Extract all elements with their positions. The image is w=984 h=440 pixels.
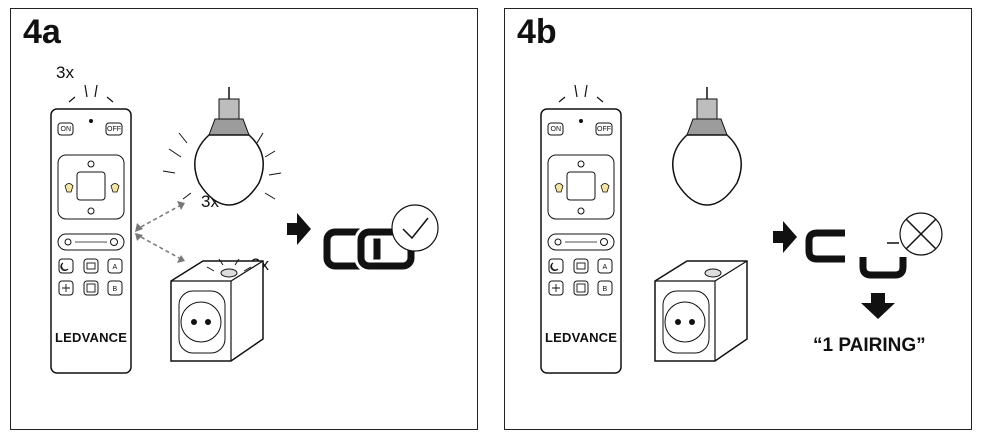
arrow-right-icon [773,221,797,253]
arrow-head-icon [177,201,185,210]
panel-4a-illustration: ON OFF A B [50,84,439,374]
remote-control-icon [50,108,132,374]
remote-blink-icon [558,84,604,103]
panel-4b: 4b [504,8,972,430]
broken-link-chain-icon [805,229,907,279]
smart-plug-icon [654,260,748,362]
remote-a-label: A [603,264,608,271]
panel-4b-illustration: ON OFF A B [540,84,943,374]
remote-a-label: A [113,264,118,271]
remote-press-count: 3x [56,63,74,82]
plug-blink-icon [206,258,252,272]
light-bulb-icon [672,87,742,206]
panel-title-4b: 4b [517,13,557,51]
remote-blink-icon [66,84,116,111]
pairing-signal-icon [140,204,182,260]
check-mark-icon [391,204,439,252]
bulb-glow-icon [162,132,282,200]
arrow-head-icon [177,255,185,263]
arrow-head-icon [135,233,143,241]
smart-plug-icon [170,260,264,362]
remote-b-label: B [603,286,608,293]
remote-brand-label: LEDVANCE [545,330,618,345]
panel-4a: 4a 3x 3x 3x [10,8,478,430]
remote-off-label: OFF [107,126,121,133]
remote-off-label: OFF [597,126,611,133]
remote-on-label: ON [551,126,562,133]
remote-brand-label: LEDVANCE [55,330,128,345]
light-bulb-icon [194,87,264,206]
remote-b-label: B [113,286,118,293]
arrow-head-icon [135,223,143,232]
pairing-result-label: “1 PAIRING” [813,335,926,356]
arrow-down-icon [861,293,895,319]
remote-on-label: ON [61,126,72,133]
arrow-right-icon [287,213,311,245]
remote-control-icon [540,108,622,374]
panel-title-4a: 4a [23,13,61,51]
cross-mark-icon [887,212,943,256]
